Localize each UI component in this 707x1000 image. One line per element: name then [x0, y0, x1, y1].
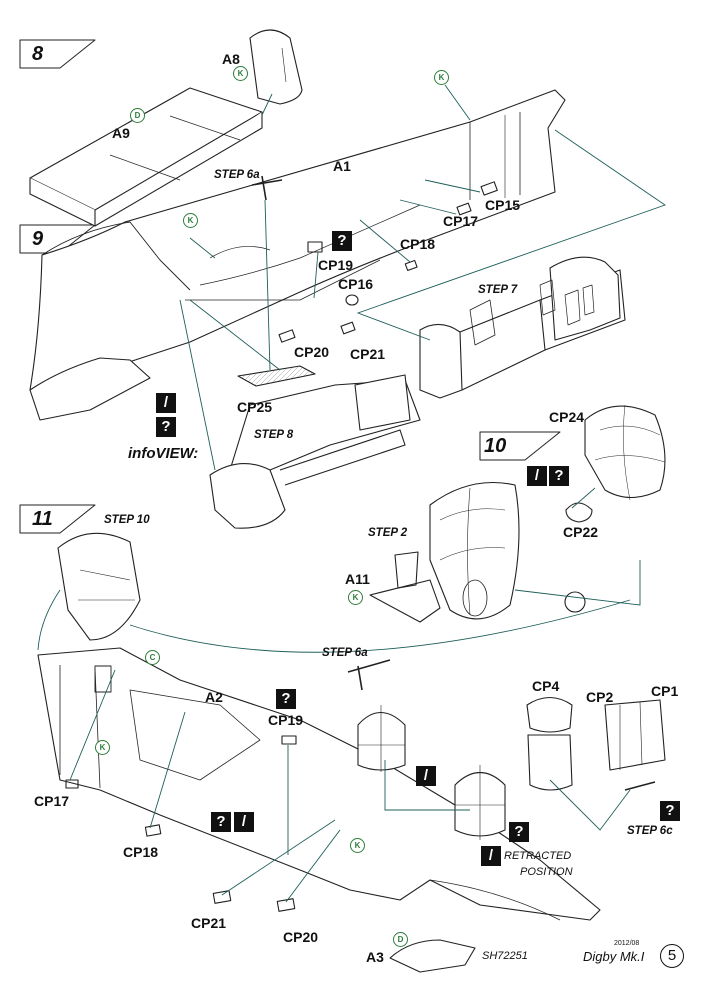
print-date: 2012/08	[614, 940, 640, 947]
part-label-a1: A1	[333, 158, 351, 174]
part-label-cp15: CP15	[485, 197, 521, 213]
part-label-cp19-bot: CP19	[268, 712, 304, 728]
part-label-a11: A11	[345, 571, 370, 587]
step-label-2: STEP 2	[368, 527, 408, 539]
question-badge-cp22: ?	[549, 466, 569, 486]
step-number-10: 10	[484, 435, 507, 457]
question-badge-cp21: ?	[211, 812, 231, 832]
part-label-cp4: CP4	[532, 678, 560, 694]
step-label-6c: STEP 6c	[627, 825, 673, 837]
part-label-cp16: CP16	[338, 276, 374, 292]
paint-k-a2-right: K	[350, 838, 365, 853]
part-label-cp24: CP24	[549, 409, 585, 425]
part-label-cp22: CP22	[563, 524, 599, 540]
paint-d-a3: D	[393, 932, 408, 947]
paint-c-a2: C	[145, 650, 160, 665]
paint-k-a1: K	[434, 70, 449, 85]
part-label-cp19-top: CP19	[318, 257, 354, 273]
part-label-cp17-bot: CP17	[34, 793, 70, 809]
position-note: POSITION	[520, 866, 573, 878]
part-label-cp17-top: CP17	[443, 213, 479, 229]
slash-badge-turret: /	[416, 766, 436, 786]
part-label-cp18-bot: CP18	[123, 844, 159, 860]
part-label-a9: A9	[112, 125, 130, 141]
question-badge-step6c: ?	[660, 801, 680, 821]
part-label-cp20-bot: CP20	[283, 929, 319, 945]
slash-badge-cp22: /	[527, 466, 547, 486]
infoview-note: infoVIEW:	[128, 445, 199, 462]
paint-k-a2-left: K	[95, 740, 110, 755]
retracted-note: RETRACTED	[504, 850, 572, 862]
step-number-9: 9	[32, 228, 44, 250]
slash-badge-infoview: /	[156, 393, 176, 413]
part-label-cp1: CP1	[651, 683, 679, 699]
step-label-6a-top: STEP 6a	[214, 169, 260, 181]
paint-k-step9: K	[183, 213, 198, 228]
step-label-6a-mid: STEP 6a	[322, 647, 368, 659]
step-number-8: 8	[32, 43, 44, 65]
step-number-11: 11	[32, 508, 53, 530]
page-number: 5	[660, 944, 684, 968]
part-label-a3: A3	[366, 949, 384, 965]
question-badge-cp19-bot: ?	[276, 689, 296, 709]
slash-badge-retracted: /	[481, 846, 501, 866]
part-label-cp18-top: CP18	[400, 236, 436, 252]
part-label-cp21-top: CP21	[350, 346, 386, 362]
part-label-cp25: CP25	[237, 399, 273, 415]
paint-k-a8: K	[233, 66, 248, 81]
part-label-a2: A2	[205, 689, 223, 705]
part-label-cp2: CP2	[586, 689, 614, 705]
slash-badge-cp21: /	[234, 812, 254, 832]
paint-d-a9: D	[130, 108, 145, 123]
step-label-7: STEP 7	[478, 284, 518, 296]
part-label-a8: A8	[222, 51, 240, 67]
paint-k-a11: K	[348, 590, 363, 605]
question-badge-retracted: ?	[509, 822, 529, 842]
question-badge-infoview: ?	[156, 417, 176, 437]
question-badge-cp19-top: ?	[332, 231, 352, 251]
kit-title: Digby Mk.I	[583, 949, 645, 964]
part-label-cp20-top: CP20	[294, 344, 330, 360]
step-label-10: STEP 10	[104, 514, 150, 526]
step-label-8: STEP 8	[254, 429, 294, 441]
kit-code: SH72251	[482, 950, 528, 962]
part-label-cp21-bot: CP21	[191, 915, 227, 931]
